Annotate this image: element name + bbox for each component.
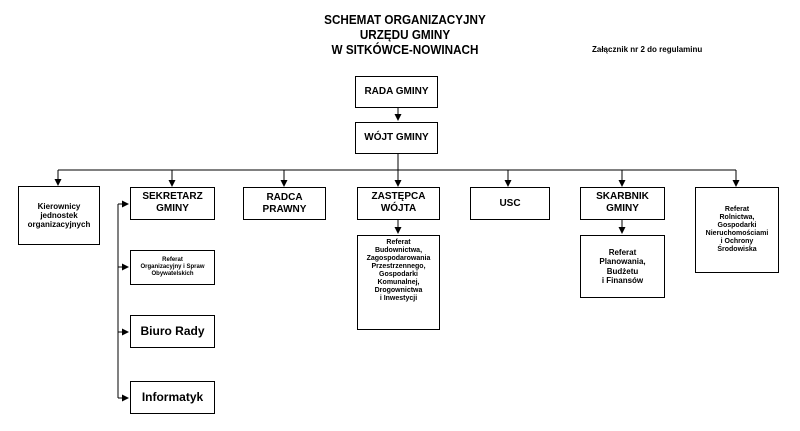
node-informatyk: Informatyk <box>130 381 215 414</box>
node-wojt-gminy: WÓJT GMINY <box>355 122 438 154</box>
annex-label: Załącznik nr 2 do regulaminu <box>592 45 703 54</box>
diagram-title: SCHEMAT ORGANIZACYJNY URZĘDU GMINY W SIT… <box>275 12 536 57</box>
title-line-1: SCHEMAT ORGANIZACYJNY <box>324 12 486 27</box>
node-biuro-rady: Biuro Rady <box>130 315 215 348</box>
node-usc: USC <box>470 187 550 220</box>
title-line-3: W SITKÓWCE-NOWINACH <box>331 42 479 57</box>
title-line-2: URZĘDU GMINY <box>359 27 451 42</box>
node-rada-gminy: RADA GMINY <box>355 76 438 108</box>
